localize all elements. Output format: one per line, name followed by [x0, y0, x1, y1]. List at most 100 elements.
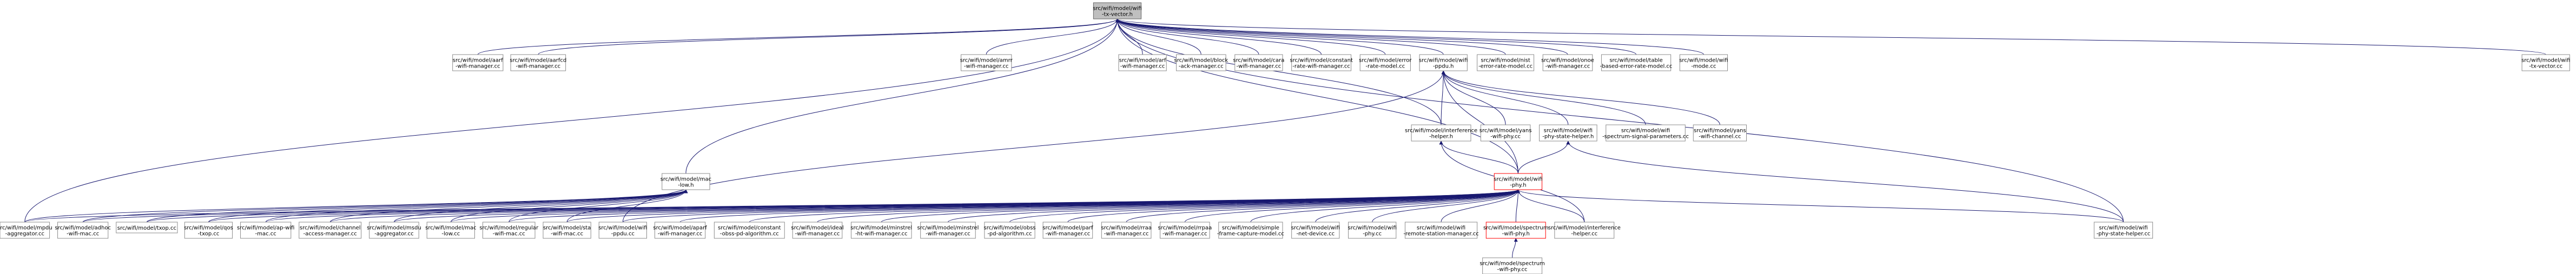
edge-remote_station-to-wifi_phy_h — [1441, 189, 1520, 223]
node-ppdu_cc[interactable]: src/wifi/model/wifi-ppdu.cc — [598, 222, 648, 239]
edge-mpdu_agg-to-mac_low_h — [24, 189, 688, 223]
node-regular_mac[interactable]: src/wifi/model/regular-wifi-mac.cc — [479, 222, 539, 239]
node-label-line: src/wifi/model/ideal — [791, 225, 843, 231]
node-block_ack_mgr[interactable]: src/wifi/model/block-ack-manager.cc — [1174, 54, 1228, 71]
node-remote_station[interactable]: src/wifi/model/wifi-remote-station-manag… — [1403, 222, 1479, 239]
node-txop[interactable]: src/wifi/model/txop.cc — [116, 222, 178, 233]
node-label-line: src/wifi/model/mpdu — [0, 225, 52, 231]
node-label-line: -mac.cc — [255, 231, 276, 237]
node-label-line: -wifi-manager.cc — [1120, 64, 1165, 70]
node-box — [1218, 222, 1283, 239]
edge-simple_capture-to-wifi_phy_h — [1250, 189, 1520, 223]
node-phy_state_helper_cc[interactable]: src/wifi/model/wifi-phy-state-helper.cc — [2093, 222, 2153, 239]
node-box — [1494, 173, 1543, 190]
node-label-line: -wifi-mac.cc — [493, 231, 525, 237]
node-yans_phy[interactable]: src/wifi/model/yans-wifi-phy.cc — [1479, 124, 1532, 142]
node-spectrum_phy_h[interactable]: src/wifi/model/spectrum-wifi-phy.h — [1483, 222, 1548, 239]
node-interference_h[interactable]: src/wifi/model/interference-helper.h — [1405, 124, 1477, 142]
node-onoe_mgr[interactable]: src/wifi/model/onoe-wifi-manager.cc — [1541, 54, 1594, 71]
node-interference_cc[interactable]: src/wifi/model/interference-helper.cc — [1548, 222, 1621, 239]
node-minstrel_ht[interactable]: src/wifi/model/minstrel-ht-wifi-manager.… — [850, 222, 912, 239]
edge-minstrel_mgr-to-wifi_phy_h — [947, 189, 1520, 223]
node-sta_mac[interactable]: src/wifi/model/sta-wifi-mac.cc — [543, 222, 591, 239]
node-label-line: -helper.cc — [1571, 231, 1597, 237]
node-adhoc_mac[interactable]: src/wifi/model/adhoc-wifi-mac.cc — [55, 222, 111, 239]
node-rraa_mgr[interactable]: src/wifi/model/rraa-wifi-manager.cc — [1101, 222, 1152, 239]
node-label-line: -txop.cc — [198, 231, 220, 237]
node-box — [2521, 54, 2570, 71]
node-label-line: src/wifi/model/amrr — [960, 58, 1013, 64]
edge-spectrum_phy_h-to-wifi_phy_h — [1515, 189, 1520, 223]
node-mpdu_agg[interactable]: src/wifi/model/mpdu-aggregator.cc — [0, 222, 52, 239]
node-label-line: -wifi-mac.cc — [551, 231, 583, 237]
edge-ppdu_h-to-root — [1115, 18, 1444, 55]
node-nist_error[interactable]: src/wifi/model/nist-error-rate-model.cc — [1477, 54, 1535, 71]
node-ppdu_h[interactable]: src/wifi/model/wifi-ppdu.h — [1419, 54, 1468, 71]
node-const_rate_mgr[interactable]: src/wifi/model/constant-rate-wifi-manage… — [1290, 54, 1353, 71]
node-aparf_mgr[interactable]: src/wifi/model/aparf-wifi-manager.cc — [653, 222, 707, 239]
node-label-line: src/wifi/model/error — [1359, 58, 1412, 64]
node-phy_state_helper_h[interactable]: src/wifi/model/wifi-phy-state-helper.h — [1539, 124, 1597, 142]
node-wifi_phy_h[interactable]: src/wifi/model/wifi-phy.h — [1494, 173, 1543, 190]
node-yans_channel[interactable]: src/wifi/model/yans-wifi-channel.cc — [1693, 124, 1747, 142]
node-mac_low_cc[interactable]: src/wifi/model/mac-low.cc — [425, 222, 477, 239]
node-label-line: -wifi-phy.cc — [1490, 134, 1521, 140]
node-ap_mac[interactable]: src/wifi/model/ap-wifi-mac.cc — [237, 222, 294, 239]
node-rrpaa_mgr[interactable]: src/wifi/model/rrpaa-wifi-manager.cc — [1158, 222, 1212, 239]
node-label-line: src/wifi/model/yans — [1694, 128, 1746, 134]
node-label-line: src/wifi/model/wifi — [1494, 177, 1542, 183]
node-label-line: src/wifi/model/yans — [1479, 128, 1532, 134]
node-label-line: src/wifi/model/minstrel — [850, 225, 912, 231]
node-label-line: -phy-state-helper.h — [1542, 134, 1594, 140]
node-label-line: src/wifi/model/channel — [300, 225, 361, 231]
edge-table_error-to-root — [1115, 18, 1637, 55]
node-label-line: src/wifi/model/table — [1609, 58, 1662, 64]
node-label-line: -spectrum-signal-parameters.cc — [1602, 134, 1689, 140]
node-wifi_mode[interactable]: src/wifi/model/wifi-mode.cc — [1679, 54, 1728, 71]
node-label-line: -wifi-channel.cc — [1699, 134, 1741, 140]
node-label-line: -remote-station-manager.cc — [1403, 231, 1478, 237]
node-obss_pd[interactable]: src/wifi/model/obss-pd-algorithm.cc — [984, 222, 1036, 239]
edge-obss_pd-to-wifi_phy_h — [1009, 189, 1520, 223]
node-label-line: src/wifi/model/obss — [984, 225, 1036, 231]
node-arf_mgr[interactable]: src/wifi/model/arf-wifi-manager.cc — [1118, 54, 1167, 71]
node-label-line: -wifi-manager.cc — [516, 64, 561, 70]
node-qos_txop[interactable]: src/wifi/model/qos-txop.cc — [184, 222, 233, 239]
node-tx_vector_cc[interactable]: src/wifi/model/wifi-tx-vector.cc — [2521, 54, 2570, 71]
node-box — [1118, 54, 1167, 71]
edge-block_ack_mgr-to-root — [1115, 18, 1201, 55]
edge-phy_state_helper_cc-to-wifi_phy_h — [1516, 189, 2124, 223]
node-spectrum_phy_cc[interactable]: src/wifi/model/spectrum-wifi-phy.cc — [1479, 257, 1545, 274]
node-root[interactable]: src/wifi/model/wifi-tx-vector.h — [1093, 2, 1142, 19]
node-label-line: -wifi-manager.cc — [1545, 64, 1590, 70]
node-box — [2093, 222, 2153, 239]
node-net_device[interactable]: src/wifi/model/wifi-net-device.cc — [1291, 222, 1340, 239]
node-label-line: -phy.cc — [1363, 231, 1382, 237]
edge-const_rate_mgr-to-root — [1115, 18, 1322, 55]
node-amrr_mgr[interactable]: src/wifi/model/amrr-wifi-manager.cc — [960, 54, 1013, 71]
node-aarfcd_mgr[interactable]: src/wifi/model/aarfcd-wifi-manager.cc — [510, 54, 566, 71]
node-channel_access[interactable]: src/wifi/model/channel-access-manager.cc — [299, 222, 362, 239]
node-const_obss[interactable]: src/wifi/model/constant-obss-pd-algorith… — [714, 222, 785, 239]
edge-tx_vector_cc-to-root — [1115, 18, 2546, 55]
edge-wifi_phy_cc-to-wifi_phy_h — [1372, 189, 1520, 223]
node-cara_mgr[interactable]: src/wifi/model/cara-wifi-manager.cc — [1233, 54, 1284, 71]
node-minstrel_mgr[interactable]: src/wifi/model/minstrel-wifi-manager.cc — [917, 222, 979, 239]
edge-interference_h-to-ppdu_h — [1441, 70, 1445, 125]
node-msdu_agg[interactable]: src/wifi/model/msdu-aggregator.cc — [367, 222, 421, 239]
node-ideal_mgr[interactable]: src/wifi/model/ideal-wifi-manager.cc — [791, 222, 844, 239]
node-mac_low_h[interactable]: src/wifi/model/mac-low.h — [660, 173, 711, 190]
node-box — [543, 222, 591, 239]
node-parf_mgr[interactable]: src/wifi/model/parf-wifi-manager.cc — [1042, 222, 1093, 239]
node-error_rate_model[interactable]: src/wifi/model/error-rate-model.cc — [1359, 54, 1412, 71]
node-wifi_phy_cc[interactable]: src/wifi/model/wifi-phy.cc — [1348, 222, 1397, 239]
node-label-line: -wifi-manager.cc — [1162, 231, 1207, 237]
node-table_error[interactable]: src/wifi/model/table-based-error-rate-mo… — [1600, 54, 1673, 71]
edge-net_device-to-wifi_phy_h — [1315, 189, 1520, 223]
node-simple_capture[interactable]: src/wifi/model/simple-frame-capture-mode… — [1217, 222, 1284, 239]
node-aarf_mgr[interactable]: src/wifi/model/aarf-wifi-manager.cc — [452, 54, 504, 71]
node-spectrum_signal[interactable]: src/wifi/model/wifi-spectrum-signal-para… — [1602, 124, 1689, 142]
node-label-line: -net-device.cc — [1296, 231, 1335, 237]
node-label-line: -phy-state-helper.cc — [2096, 231, 2150, 237]
node-label-line: src/wifi/model/parf — [1042, 225, 1093, 231]
